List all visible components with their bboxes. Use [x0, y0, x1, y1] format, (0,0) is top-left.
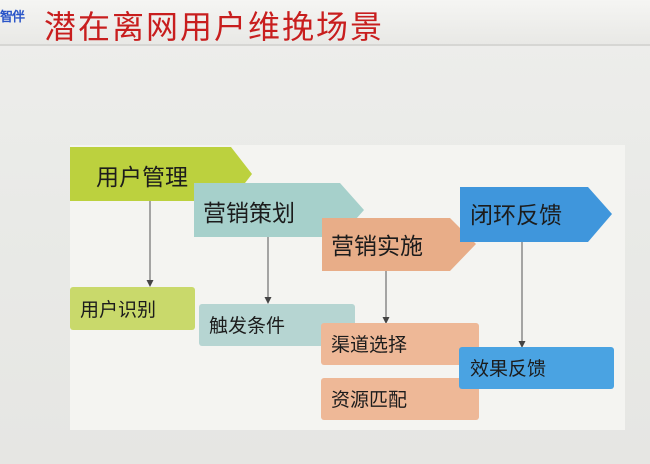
stage-arrow-marketing-execution: 营销实施	[322, 218, 476, 271]
stage-arrow-closed-loop-feedback: 闭环反馈	[460, 187, 612, 242]
logo-badge: 智伴	[0, 10, 25, 25]
stage-label-marketing-planning: 营销策划	[203, 201, 295, 227]
stage-label-marketing-execution: 营销实施	[331, 234, 423, 260]
stage-label-user-management: 用户管理	[96, 165, 188, 191]
detail-label-trigger-conditions: 触发条件	[209, 315, 285, 337]
detail-label-resource-matching: 资源匹配	[331, 389, 407, 411]
page-title: 潜在离网用户维挽场景	[44, 8, 385, 46]
detail-label-channel-selection: 渠道选择	[331, 334, 407, 356]
title-divider	[0, 44, 650, 46]
detail-box-resource-matching: 资源匹配	[321, 378, 479, 420]
detail-label-effect-feedback: 效果反馈	[470, 358, 546, 380]
detail-box-user-identification: 用户识别	[70, 287, 195, 330]
detail-box-trigger-conditions: 触发条件	[199, 304, 355, 346]
stage-label-closed-loop-feedback: 闭环反馈	[470, 203, 562, 229]
title-bar: 智伴 潜在离网用户维挽场景	[0, 0, 650, 46]
detail-label-user-identification: 用户识别	[80, 299, 156, 321]
stage-arrow-marketing-planning: 营销策划	[194, 183, 364, 237]
detail-box-channel-selection: 渠道选择	[321, 323, 479, 365]
detail-box-effect-feedback: 效果反馈	[459, 347, 614, 389]
